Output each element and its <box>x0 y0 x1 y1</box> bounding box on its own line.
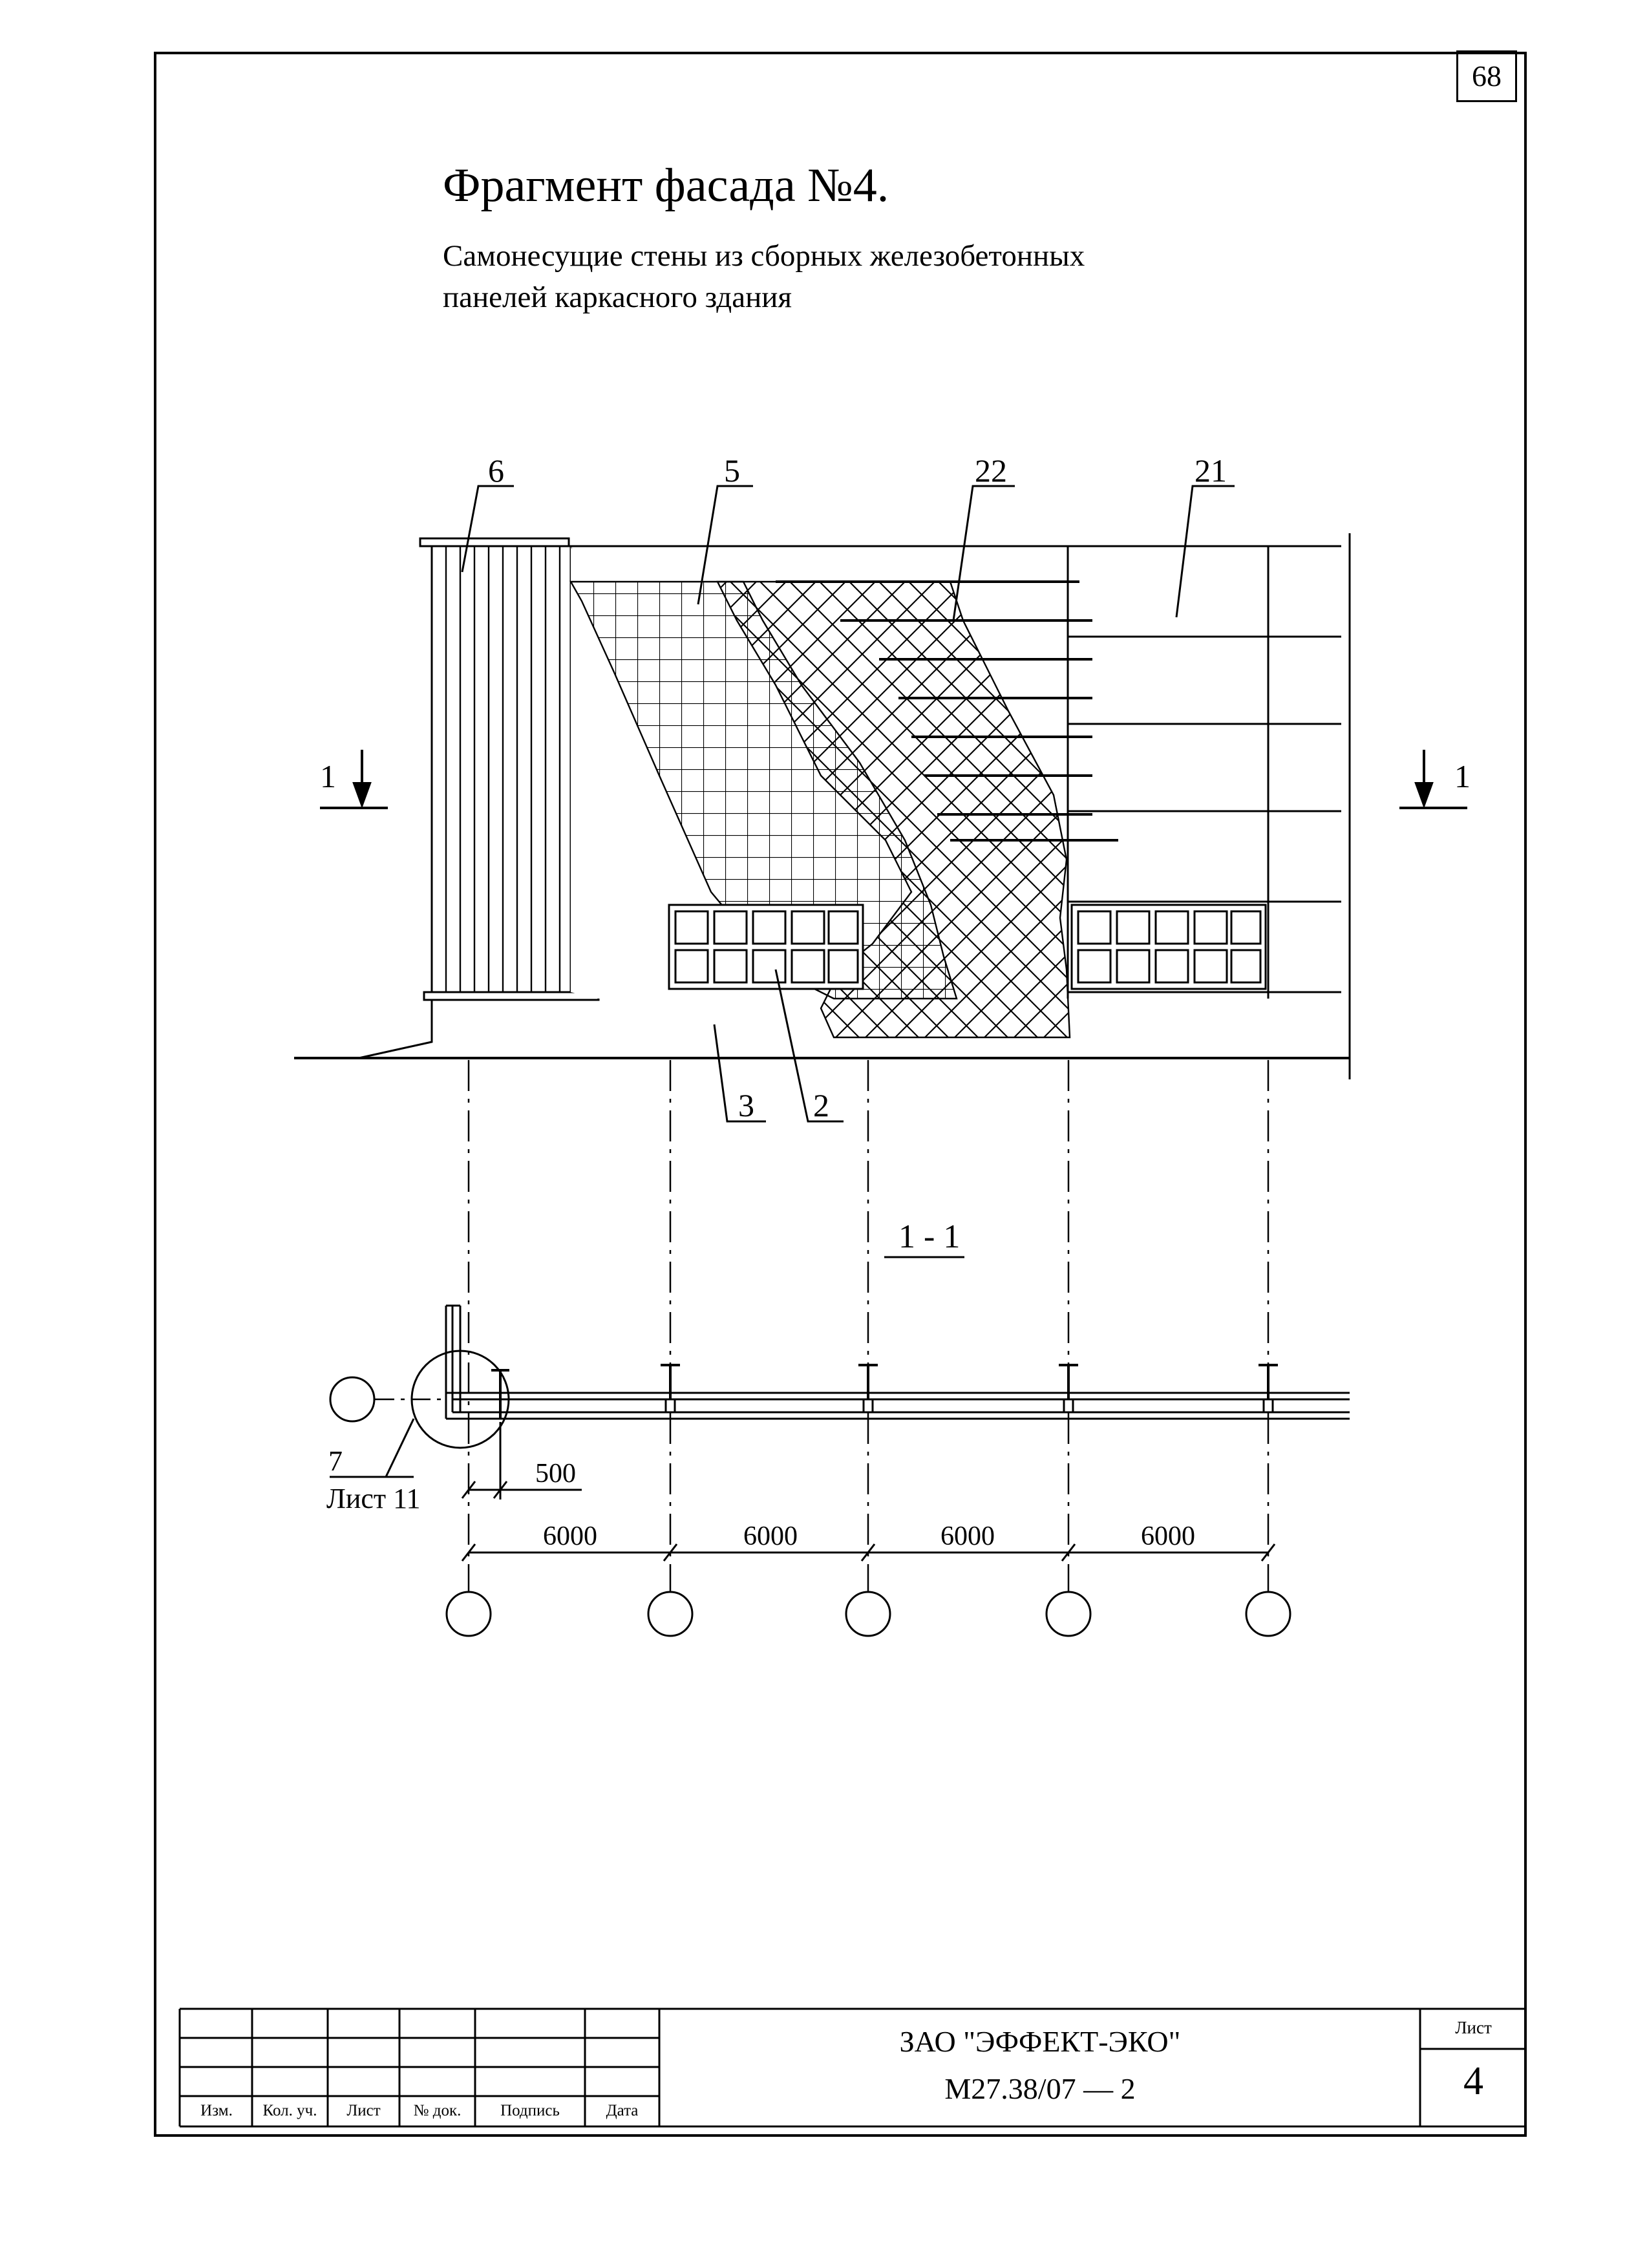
subtitle-line-1: Самонесущие стены из сборных железобетон… <box>443 239 1085 273</box>
section-mark-left-label: 1 <box>320 758 336 794</box>
callout-6: 6 <box>488 452 504 489</box>
callout-2: 2 <box>813 1087 829 1123</box>
callout-7: 7 <box>328 1445 343 1477</box>
section-label: 1 - 1 <box>898 1218 960 1255</box>
detail-ref: Лист 11 <box>326 1483 421 1514</box>
plan-section <box>329 1304 1350 1478</box>
tb-header-sign: Подпись <box>500 2102 560 2119</box>
panel-grid-21 <box>571 545 1341 999</box>
tb-header-list: Лист <box>346 2102 381 2119</box>
dimension-lines <box>461 1422 1276 1562</box>
axis-bubbles <box>445 1591 1291 1637</box>
tb-header-izm: Изм. <box>200 2102 233 2119</box>
tb-sheet-number: 4 <box>1463 2059 1483 2103</box>
callout-22: 22 <box>975 452 1007 489</box>
tb-header-kol: Кол. уч. <box>262 2102 317 2119</box>
subtitle-line-2: панелей каркасного здания <box>443 281 792 314</box>
title-block <box>178 2008 1527 2128</box>
dim-offset: 500 <box>535 1459 576 1489</box>
section-mark-right <box>1399 750 1467 809</box>
facade-elevation: 6 5 22 21 3 2 1 1 <box>294 452 1471 1123</box>
sheet-frame <box>154 52 1527 2137</box>
callout-21: 21 <box>1195 452 1227 489</box>
tb-sheet-label: Лист <box>1455 2018 1492 2037</box>
tb-header-date: Дата <box>606 2102 639 2119</box>
dim-span-3: 6000 <box>940 1521 995 1551</box>
tb-header-doc: № док. <box>413 2102 462 2119</box>
vertical-lining <box>445 546 561 992</box>
panel-6-cladding <box>430 545 572 993</box>
page-number: 68 <box>1456 50 1517 102</box>
section-mark-right-label: 1 <box>1454 758 1471 794</box>
layer-22-hatch <box>716 580 1071 1039</box>
window-panes-left <box>674 910 859 984</box>
dim-span-1: 6000 <box>543 1521 597 1551</box>
callout-leaders <box>461 485 1235 1123</box>
window-panes-right <box>1077 910 1262 984</box>
window-band-2-left <box>668 904 864 990</box>
horizontal-rails <box>776 580 1118 842</box>
dim-span-2: 6000 <box>743 1521 798 1551</box>
plinth-edge <box>358 999 433 1059</box>
page-title: Фрагмент фасада №4. <box>443 159 889 212</box>
page-subtitle: Самонесущие стены из сборных железобетон… <box>443 235 1085 318</box>
dim-span-4: 6000 <box>1141 1521 1195 1551</box>
section-mark-left <box>320 750 388 809</box>
callout-5: 5 <box>724 452 740 489</box>
tb-organization: ЗАО "ЭФФЕКТ-ЭКО" <box>899 2025 1181 2058</box>
belt-course <box>423 991 600 1001</box>
callout-3: 3 <box>738 1087 754 1123</box>
window-band-right <box>1070 904 1267 990</box>
cornice-top <box>419 537 570 547</box>
tb-document-code: М27.38/07 — 2 <box>944 2072 1136 2105</box>
grid-axes <box>467 1060 1269 1593</box>
